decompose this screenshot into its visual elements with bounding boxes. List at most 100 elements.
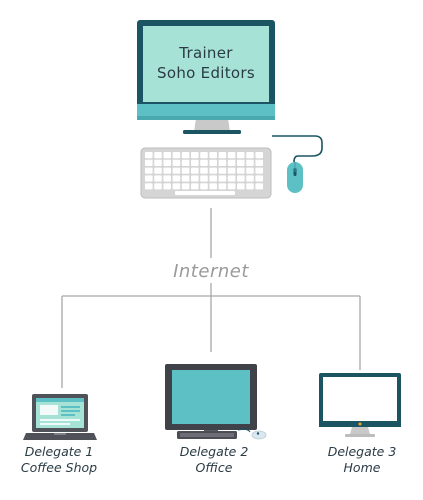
- monitor-screen: [172, 370, 250, 424]
- keyboard-key: [145, 183, 153, 190]
- laptop-screen-block: [40, 405, 58, 415]
- keyboard-key: [218, 183, 227, 190]
- laptop-screen-line: [40, 419, 80, 421]
- laptop-screen-line: [61, 410, 80, 412]
- small-mouse-body: [251, 430, 267, 440]
- keyboard-key: [154, 159, 162, 166]
- small-mouse-icon: [251, 430, 267, 440]
- keyboard-key: [172, 152, 181, 159]
- delegate-2-name: Delegate 2: [180, 444, 249, 459]
- laptop-screen-line: [61, 414, 75, 416]
- keyboard-key: [200, 167, 208, 174]
- imac-icon: [319, 373, 401, 437]
- keyboard-key: [172, 183, 181, 190]
- keyboard-key: [255, 159, 263, 166]
- keyboard-key: [200, 152, 208, 159]
- keyboard-key: [172, 167, 181, 174]
- desktop-monitor-icon: [165, 364, 257, 438]
- keyboard-key: [209, 159, 217, 166]
- trainer-company: Soho Editors: [157, 64, 255, 82]
- keyboard-key: [246, 183, 254, 190]
- keyboard-key: [191, 159, 199, 166]
- keyboard-small-icon: [177, 431, 237, 439]
- keyboard-key: [191, 152, 199, 159]
- keyboard-key: [237, 152, 245, 159]
- imac-screen: [143, 26, 269, 102]
- keyboard-key: [200, 183, 208, 190]
- imac-chin-bottom: [137, 116, 275, 120]
- keyboard-key: [200, 159, 208, 166]
- keyboard-key: [191, 175, 199, 182]
- delegate-1-location: Coffee Shop: [21, 460, 97, 475]
- mouse-cable: [272, 135, 323, 163]
- keyboard-key: [227, 183, 236, 190]
- keyboard-key: [154, 167, 162, 174]
- keyboard-key: [237, 167, 245, 174]
- keyboard-key: [145, 167, 153, 174]
- keyboard-key: [255, 183, 263, 190]
- keyboard-key: [218, 167, 227, 174]
- keyboard-key: [145, 152, 153, 159]
- keyboard-key: [181, 159, 190, 166]
- keyboard-key: [163, 152, 171, 159]
- keyboard-key: [154, 152, 162, 159]
- keyboard-key: [255, 167, 263, 174]
- keyboard-key: [246, 152, 254, 159]
- delegate-2-location: Office: [196, 460, 233, 475]
- keyboard-key: [237, 175, 245, 182]
- imac-stand: [194, 118, 230, 132]
- keyboard-key: [227, 167, 236, 174]
- keyboard-key: [227, 152, 236, 159]
- internet-label: Internet: [173, 261, 249, 282]
- home-imac-stand-base: [345, 434, 375, 437]
- keyboard-key: [209, 175, 217, 182]
- keyboard-key: [200, 175, 208, 182]
- delegate-1-name: Delegate 1: [25, 444, 94, 459]
- small-mouse-wheel: [256, 432, 260, 435]
- laptop-base: [23, 433, 97, 440]
- home-imac-screen: [323, 377, 397, 421]
- keyboard-key: [181, 175, 190, 182]
- small-keyboard-keys: [180, 433, 234, 437]
- keyboard-key: [163, 159, 171, 166]
- keyboard-key: [227, 175, 236, 182]
- keyboard-key: [172, 159, 181, 166]
- home-imac-light: [358, 422, 362, 426]
- keyboard-key: [218, 175, 227, 182]
- keyboard-key: [237, 159, 245, 166]
- keyboard-key: [181, 152, 190, 159]
- keyboard-key: [246, 159, 254, 166]
- keyboard-key: [255, 152, 263, 159]
- keyboard-spacebar: [175, 191, 235, 195]
- trainer-title: Trainer: [178, 44, 233, 62]
- keyboard-keys: [145, 152, 263, 195]
- keyboard-key: [255, 175, 263, 182]
- keyboard-key: [172, 175, 181, 182]
- laptop-screen-header: [36, 398, 84, 402]
- keyboard-key: [246, 167, 254, 174]
- keyboard-key: [246, 175, 254, 182]
- keyboard-key: [191, 167, 199, 174]
- trainer-imac-icon: [137, 20, 275, 134]
- delegate-3-location: Home: [344, 460, 381, 475]
- keyboard-key: [218, 152, 227, 159]
- keyboard-key: [181, 167, 190, 174]
- laptop-screen-line: [40, 423, 70, 425]
- keyboard-key: [209, 167, 217, 174]
- keyboard-key: [145, 159, 153, 166]
- laptop-trackpad-notch: [54, 433, 66, 435]
- keyboard-key: [237, 183, 245, 190]
- delegate-3-name: Delegate 3: [328, 444, 397, 459]
- keyboard-key: [218, 159, 227, 166]
- mouse-icon: [287, 162, 303, 193]
- home-imac-stand: [350, 427, 370, 434]
- keyboard-key: [209, 152, 217, 159]
- laptop-icon: [23, 394, 97, 440]
- keyboard-key: [209, 183, 217, 190]
- connection-lines: [61, 208, 361, 388]
- imac-stand-base: [183, 130, 241, 134]
- keyboard-key: [163, 167, 171, 174]
- mouse-body: [287, 162, 303, 193]
